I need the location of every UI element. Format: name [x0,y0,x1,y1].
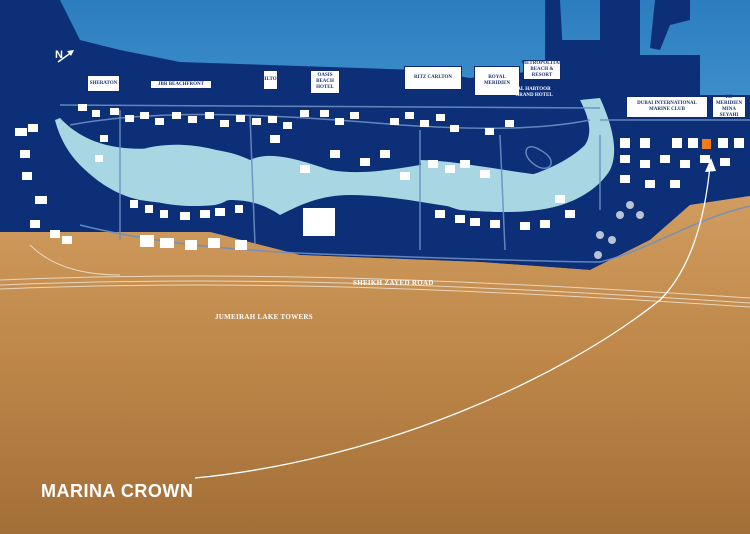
road-label-szr: SHEIKH ZAYED ROAD [353,279,434,287]
north-label: N [55,49,63,61]
round-buildings [594,201,644,259]
buildings [15,104,744,250]
label-jbr: JBR BEACHFRONT [150,80,212,89]
label-hilton: HILTON [261,70,280,90]
label-oasis: OASIS BEACH HOTEL [310,70,340,94]
label-sheraton: SHERATON [87,75,120,92]
label-mina: LE MERIDIEN MINA SEYAHI [712,95,746,118]
label-ritz: RITZ CARLTON [404,66,462,90]
label-habtoor: AL HABTOOR GRAND HOTEL [515,87,553,98]
desert-area [0,196,750,534]
highway [0,244,750,308]
roads [59,104,750,263]
marina-lake-west [126,144,244,207]
callout-arrowhead [705,158,716,172]
harbour-pier [650,0,690,50]
callout-line [194,164,711,479]
land-strip-north [0,0,60,40]
harbour-breakwater [600,0,700,95]
marina-lake-east [420,160,567,213]
label-marine-club: DUBAI INTERNATIONAL MARINE CLUB [626,96,708,118]
label-royal: ROYAL MERIDIEN [474,66,520,96]
road-label-jlt: JUMEIRAH LAKE TOWERS [215,313,313,321]
callout-marina-crown: MARINA CROWN [41,481,194,501]
harbour-dock [555,40,605,95]
label-metropolitan: METROPOLITAN BEACH & RESORT [521,60,563,80]
marina-crown-building [702,139,711,149]
